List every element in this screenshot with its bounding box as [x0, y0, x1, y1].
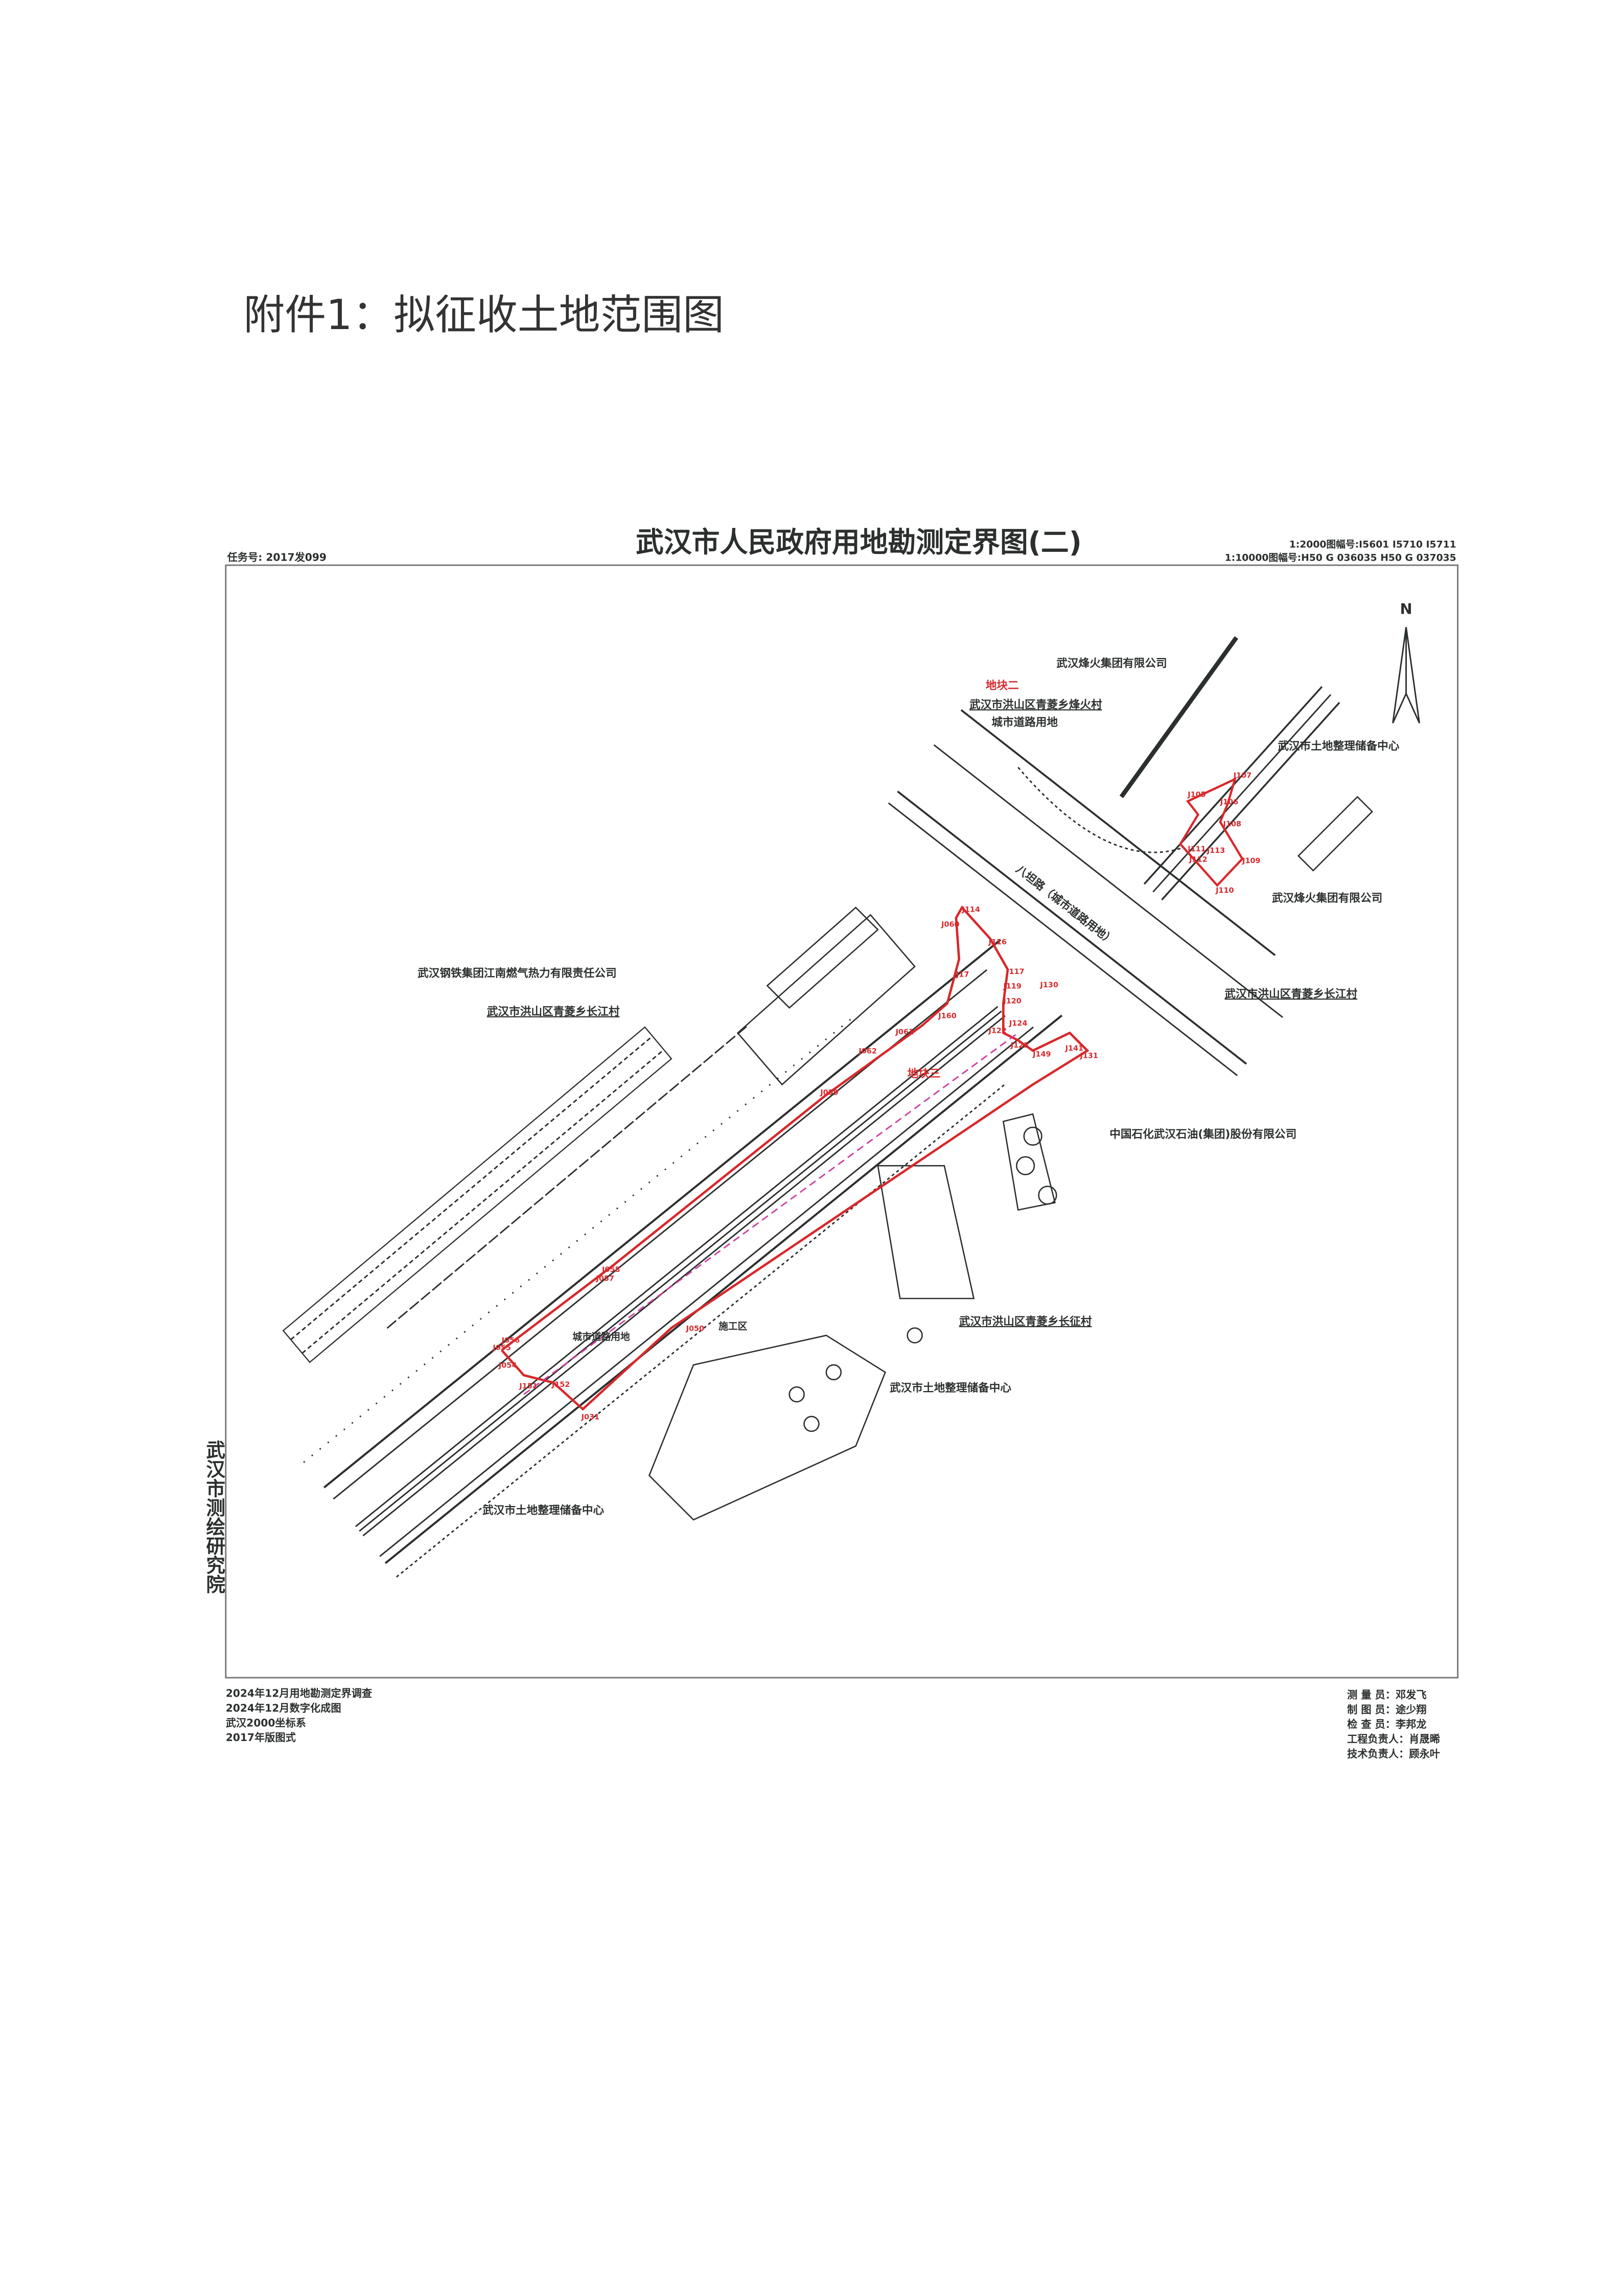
footer-left-line: 武汉2000坐标系 — [226, 1717, 306, 1729]
centerline — [523, 1032, 1019, 1395]
label-wisco-gas: 武汉钢铁集团江南燃气热力有限责任公司 — [418, 967, 617, 980]
boundary-point-label: J031 — [581, 1413, 599, 1422]
label-urban-road-use-bottom: 城市道路用地 — [572, 1331, 630, 1342]
map-frame — [225, 564, 1459, 1679]
boundary-point-label: J116 — [988, 938, 1006, 946]
boundary-point-label: J130 — [1040, 981, 1058, 989]
footer-right-line: 制 图 员：途少翔 — [1347, 1703, 1427, 1715]
main-road-linework — [303, 939, 1063, 1578]
footer-right-line: 测 量 员：邓发飞 — [1347, 1688, 1427, 1701]
boundary-point-label: J122 — [988, 1027, 1006, 1035]
buildings — [648, 796, 1374, 1521]
label-changjiang-village-left: 武汉市洪山区青菱乡长江村 — [487, 1005, 620, 1018]
boundary-point-label: J113 — [1207, 847, 1225, 855]
label-parcel-two: 地块二 — [986, 680, 1019, 692]
label-urban-road-use-top: 城市道路用地 — [991, 716, 1058, 729]
boundary-point-label: J110 — [1215, 887, 1234, 895]
footer-left-line: 2017年版图式 — [226, 1731, 296, 1744]
label-sinopec: 中国石化武汉石油(集团)股份有限公司 — [1109, 1127, 1296, 1141]
label-fenghuo-group-top: 武汉烽火集团有限公司 — [1056, 657, 1167, 670]
label-land-reserve-mid: 武汉市土地整理储备中心 — [890, 1381, 1011, 1395]
boundary-point-label: J117 — [1006, 968, 1024, 976]
boundary-point-label: J106 — [1220, 798, 1238, 806]
boundary-point-label: J060 — [941, 920, 959, 929]
boundary-point-label: J057 — [595, 1274, 614, 1283]
boundary-point-label: J124 — [1009, 1019, 1027, 1028]
label-parcel-three: 地块三 — [908, 1068, 941, 1080]
boundary-point-label: J111 — [1187, 845, 1205, 853]
sheet-number-10000: 1:10000图幅号:H50 G 036035 H50 G 037035 — [1225, 551, 1456, 563]
boundary-point-label: J107 — [1233, 772, 1251, 780]
label-changjiang-village-right: 武汉市洪山区青菱乡长江村 — [1224, 987, 1357, 1001]
north-arrow-icon: N — [1392, 600, 1420, 724]
boundary-point-label: J160 — [938, 1012, 956, 1020]
wall-line — [1119, 636, 1239, 798]
boundary-point-label: J062 — [858, 1048, 876, 1056]
boundary-point-label: J108 — [1223, 820, 1241, 828]
boundary-point-label: J058 — [601, 1266, 620, 1274]
boundary-point-label: J141 — [1065, 1045, 1083, 1053]
attachment-title: 附件1：拟征收土地范围图 — [243, 291, 724, 339]
label-land-reserve-sw: 武汉市土地整理储备中心 — [482, 1504, 604, 1517]
footer-right-line: 工程负责人：肖晟晞 — [1347, 1733, 1440, 1745]
boundary-point-label: J149 — [1032, 1050, 1051, 1058]
footer-left-line: 2024年12月用地勘测定界调查 — [226, 1687, 373, 1700]
curb-curve — [1017, 767, 1181, 853]
parcel-three-boundary — [500, 905, 1089, 1411]
boundary-point-label: J105 — [1187, 791, 1205, 799]
boundary-point-label: J114 — [962, 906, 980, 914]
boundary-point-label: J056 — [501, 1337, 520, 1345]
boundary-point-label: J123 — [1010, 1041, 1029, 1050]
boundary-point-label: J061 — [895, 1028, 914, 1036]
footer-right-line: 技术负责人：顾永叶 — [1347, 1748, 1440, 1760]
boundary-point-label: J17 — [956, 971, 969, 979]
boundary-point-label: J059 — [820, 1089, 838, 1097]
boundary-point-label: J119 — [1003, 983, 1021, 991]
boundary-point-label: J151 — [519, 1382, 537, 1390]
label-construction-area: 施工区 — [718, 1320, 747, 1332]
boundary-point-label: J120 — [1003, 998, 1021, 1006]
boundary-point-label: J054 — [498, 1362, 517, 1370]
boundary-point-label: J109 — [1242, 857, 1260, 865]
parcel-two-boundary — [1179, 777, 1244, 887]
label-fenghuo-group-right: 武汉烽火集团有限公司 — [1272, 891, 1382, 905]
label-fenghuo-village: 武汉市洪山区青菱乡烽火村 — [969, 698, 1102, 711]
boundary-point-label: J050 — [686, 1325, 704, 1333]
boundary-point-label: J112 — [1189, 855, 1207, 864]
label-changzheng-village: 武汉市洪山区青菱乡长征村 — [959, 1315, 1092, 1328]
boundary-point-label: J055 — [492, 1344, 511, 1352]
footer-left-line: 2024年12月数字化成图 — [226, 1702, 341, 1714]
svg-text:N: N — [1400, 600, 1412, 617]
label-land-reserve-ne: 武汉市土地整理储备中心 — [1278, 739, 1399, 753]
boundary-point-label: J152 — [551, 1381, 570, 1389]
boundary-point-label: J131 — [1079, 1052, 1098, 1060]
footer-right-line: 检 查 员：李邦龙 — [1347, 1718, 1427, 1730]
batan-road-linework — [888, 709, 1283, 1076]
institute-name: 武汉市测绘研究院 — [203, 1440, 225, 1594]
task-number: 任务号: 2017发099 — [227, 551, 327, 563]
map-title: 武汉市人民政府用地勘测定界图(二) — [636, 526, 1082, 559]
railway-linework — [282, 1024, 750, 1363]
sheet-number-2000: 1:2000图幅号:I5601 I5710 I5711 — [1289, 538, 1456, 550]
